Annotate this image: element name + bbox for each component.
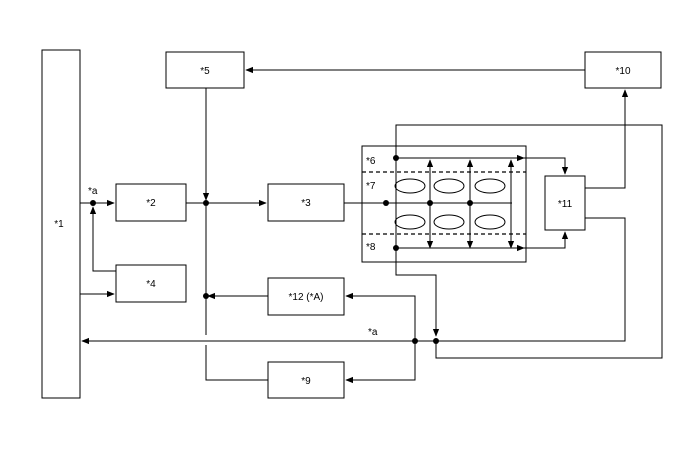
cell-oval-1 xyxy=(394,178,426,194)
connector-bottom-to-11 xyxy=(524,231,569,249)
component-7-label: *7 xyxy=(366,181,376,192)
connector-top-loop xyxy=(395,124,663,359)
cell-oval-4 xyxy=(394,214,426,230)
connector-top-to-11 xyxy=(524,157,569,175)
junction-dot-2-3 xyxy=(203,200,209,206)
connector-to-9 xyxy=(345,341,416,384)
cell-oval-3 xyxy=(474,178,506,194)
junction-dot-assembly-mid-2 xyxy=(427,200,433,206)
connector-assembly-bottom-down xyxy=(395,248,440,337)
component-5-label: *5 xyxy=(200,66,210,77)
component-1-label: *1 xyxy=(54,219,64,230)
component-9-label: *9 xyxy=(301,376,311,387)
connector-4-to-junction xyxy=(89,206,116,272)
component-4-box xyxy=(115,264,187,303)
component-11-label: *11 xyxy=(558,199,573,210)
component-11-box xyxy=(544,175,586,231)
junction-dot-12 xyxy=(203,293,209,299)
connector-11-to-10 xyxy=(585,89,629,189)
callout-a-upper: *a xyxy=(88,186,98,197)
component-12-label: *12 (*A) xyxy=(288,292,323,303)
assembly-outer-frame xyxy=(361,145,527,263)
component-5-box xyxy=(165,51,245,89)
cell-oval-6 xyxy=(474,214,506,230)
junction-dot-assembly-mid-1 xyxy=(383,200,389,206)
junction-dot-assembly-mid-3 xyxy=(467,200,473,206)
connector-9-left xyxy=(205,345,268,381)
component-2-box xyxy=(115,183,187,222)
component-2-label: *2 xyxy=(146,198,156,209)
component-8-label: *8 xyxy=(366,242,376,253)
component-3-box xyxy=(267,183,345,222)
connector-to-12 xyxy=(345,292,416,341)
component-10-label: *10 xyxy=(615,66,630,77)
component-1-box xyxy=(41,49,81,399)
cell-oval-2 xyxy=(433,178,465,194)
connector-11-return xyxy=(438,217,626,342)
junction-dot-a-upper xyxy=(90,200,96,206)
component-4-label: *4 xyxy=(146,279,156,290)
callout-a-lower: *a xyxy=(368,327,378,338)
cell-oval-5 xyxy=(433,214,465,230)
component-3-label: *3 xyxy=(301,198,311,209)
component-6-label: *6 xyxy=(366,156,376,167)
